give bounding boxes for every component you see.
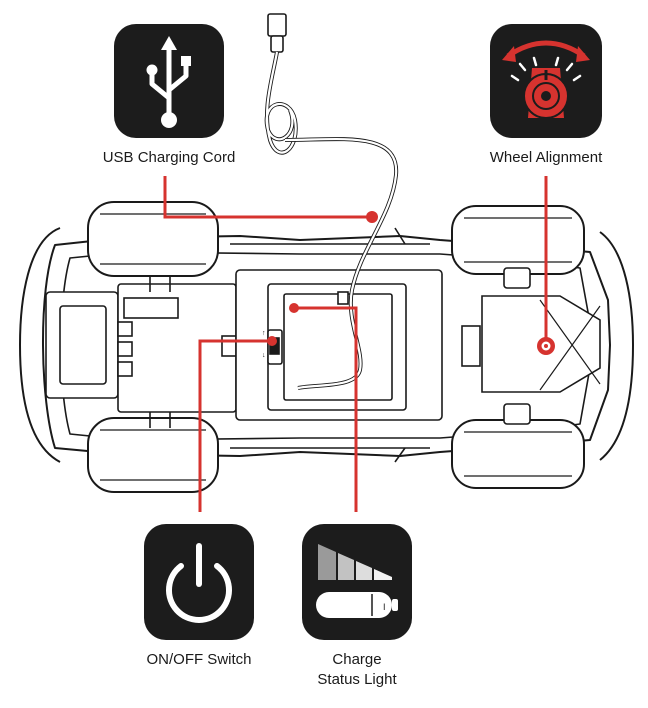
alignment-knob-marker <box>537 337 555 355</box>
wheel-front-right <box>87 417 219 493</box>
usb-cord-label: USB Charging Cord <box>102 149 236 166</box>
svg-text:I: I <box>383 602 386 612</box>
power-icon <box>144 524 254 640</box>
on-off-switch-label: ON/OFF Switch <box>146 651 252 668</box>
wheel-front-left <box>87 201 219 277</box>
usb-icon <box>114 24 224 138</box>
wheel-alignment-label: Wheel Alignment <box>489 149 603 166</box>
charge-callout-line <box>294 306 358 512</box>
power-callout-line <box>198 339 272 512</box>
callout-dots <box>267 211 378 346</box>
wheel-rear-left <box>451 205 585 275</box>
wheel-alignment-dial-icon <box>490 24 602 138</box>
usb-callout-line <box>163 176 372 219</box>
wheels <box>87 201 585 493</box>
battery-compartment: ↑ ↓ <box>235 269 443 421</box>
callout-lines <box>163 176 548 512</box>
wheel-rear-right <box>451 419 585 489</box>
charge-status-label-line2: Status Light <box>317 671 397 688</box>
battery-charge-icon: I <box>302 524 412 640</box>
svg-text:↓: ↓ <box>262 352 266 359</box>
charge-status-label-line1: Charge <box>332 651 382 668</box>
svg-text:↑: ↑ <box>262 330 266 337</box>
front-steering-assembly <box>45 276 237 428</box>
